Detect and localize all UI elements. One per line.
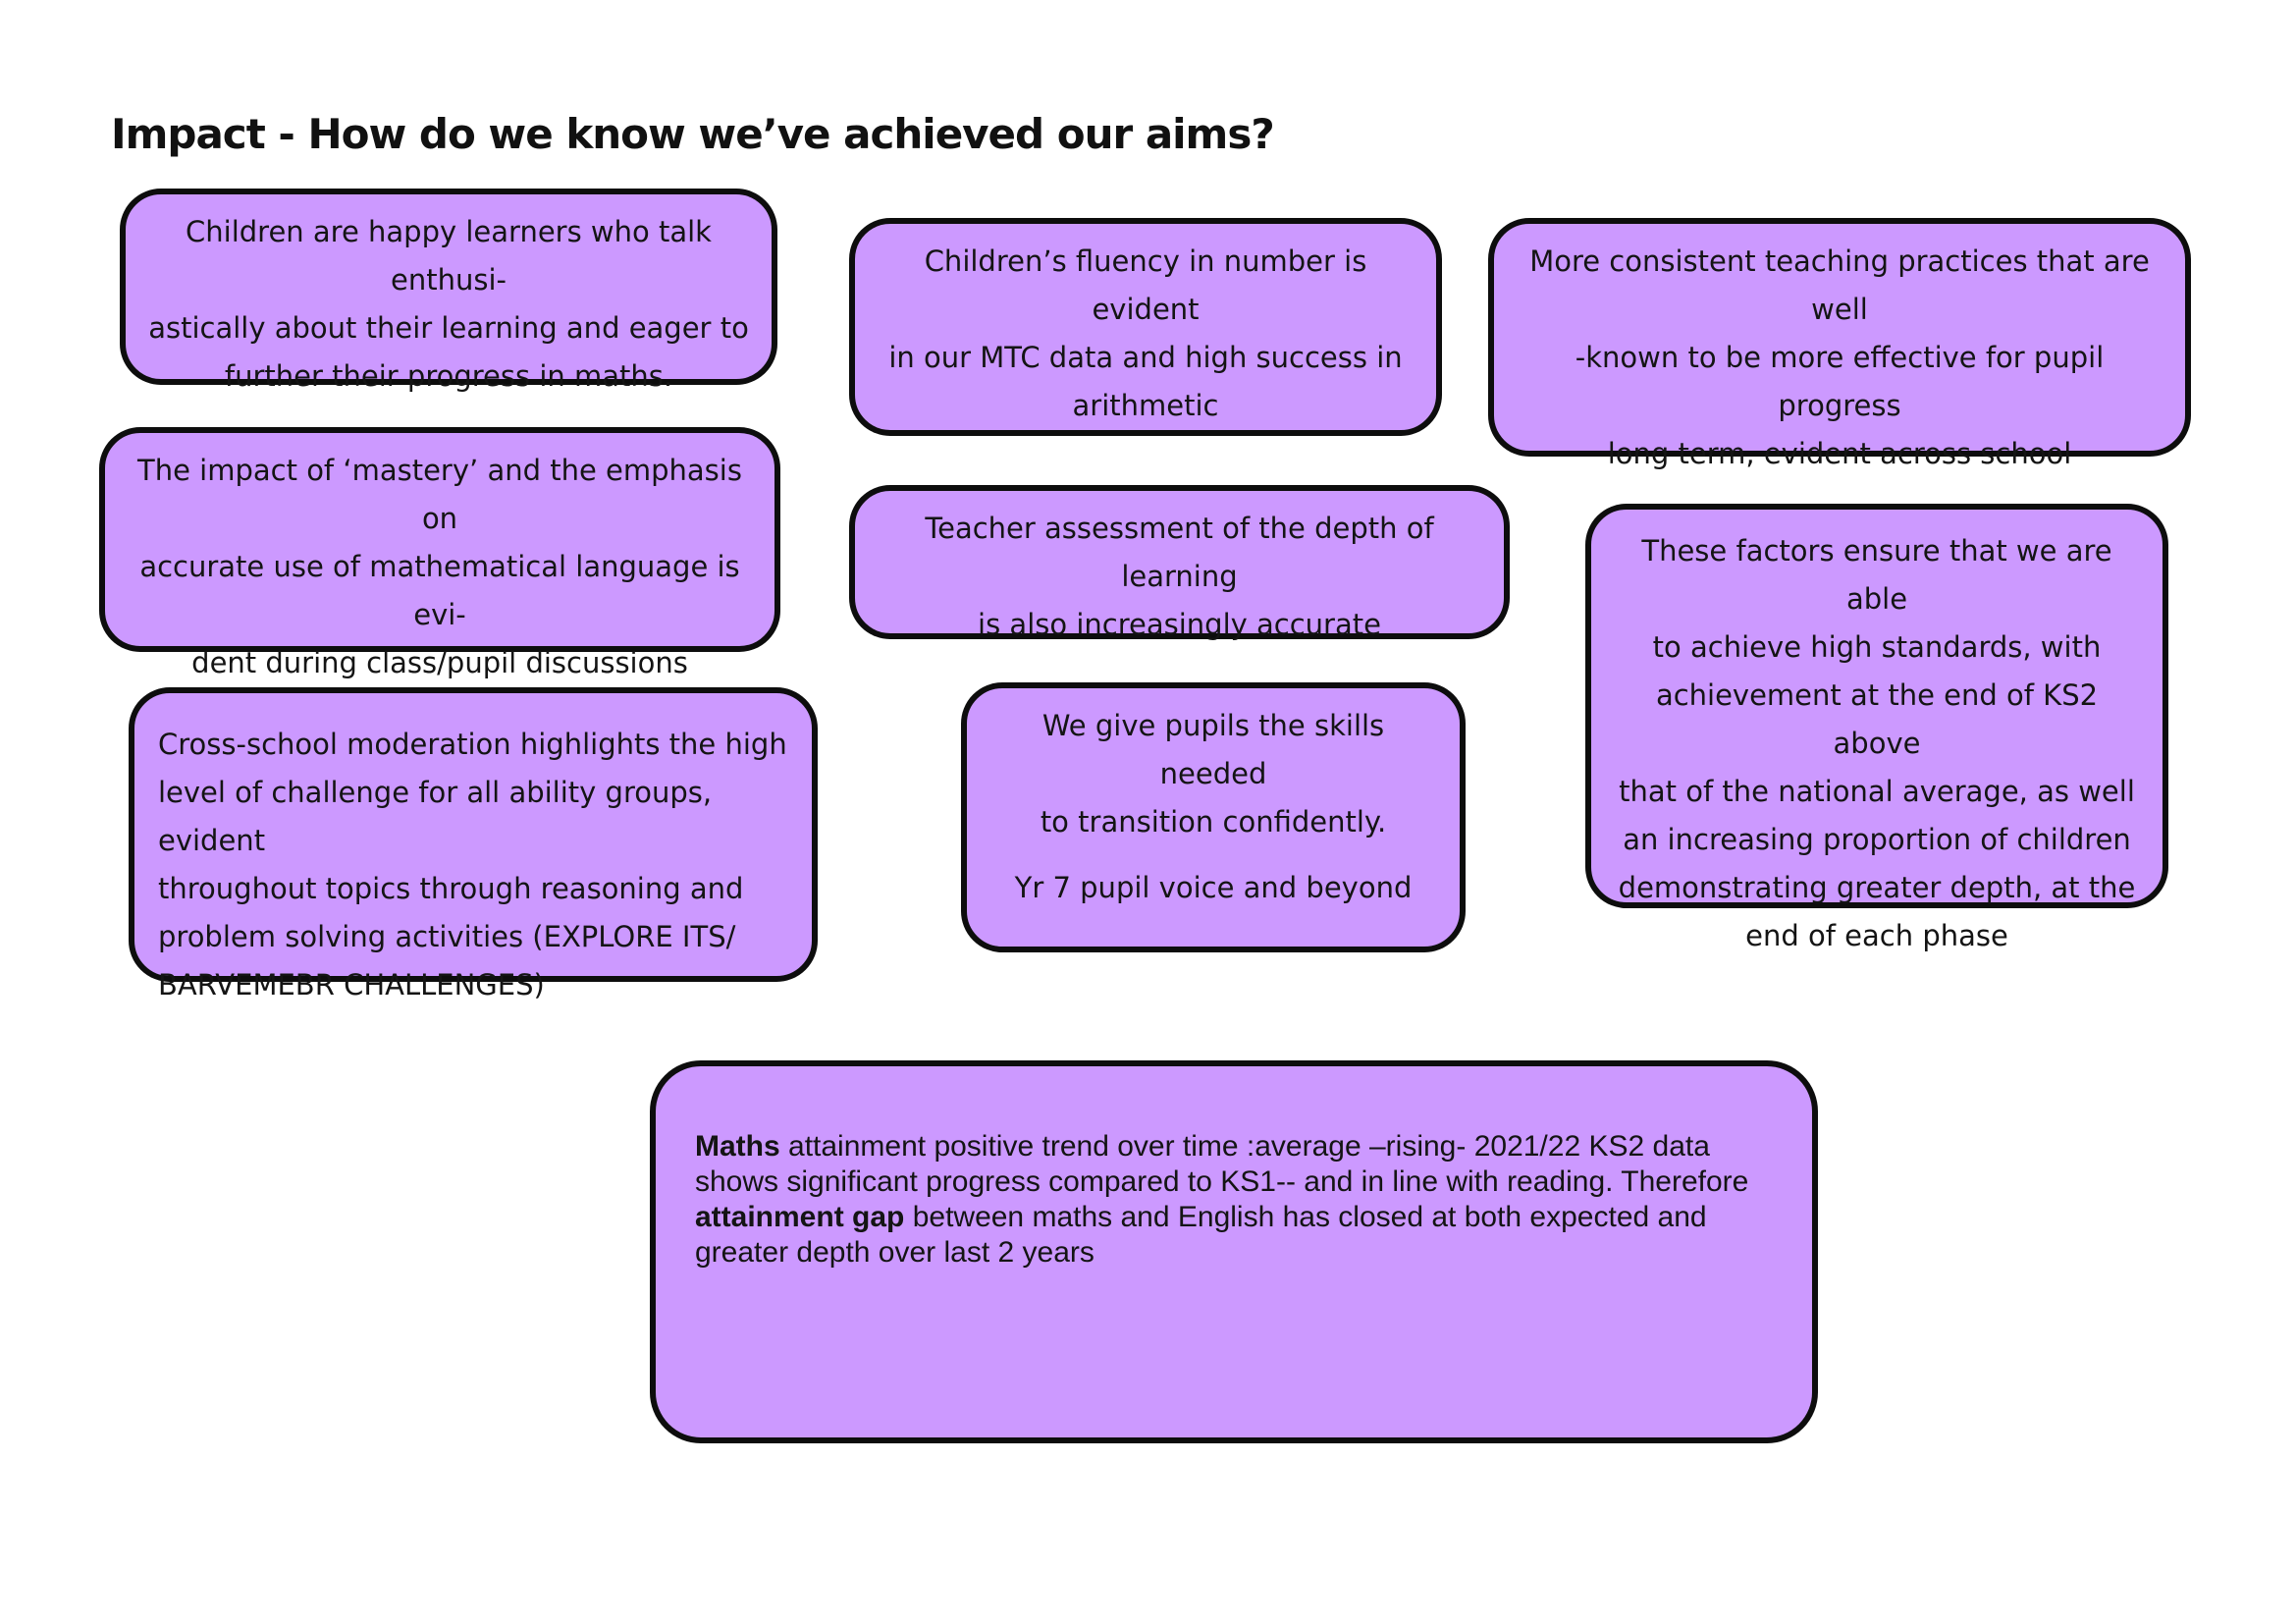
page-title: Impact - How do we know we’ve achieved o… [111, 110, 1275, 158]
box-line: We give pupils the skills needed [1041, 709, 1385, 790]
box-line: accurate use of mathematical language is… [139, 550, 740, 631]
box-line: level of challenge for all ability group… [158, 776, 713, 857]
box-line: The impact of ‘mastery’ and the emphasis… [137, 454, 742, 535]
attainment-bold-gap: attainment gap [695, 1201, 905, 1233]
box-line: demonstrating greater depth, at the [1618, 871, 2136, 904]
box-line: BARVEMEBR CHALLENGES) [158, 968, 545, 1001]
box-line: to transition confidently. [1040, 805, 1387, 839]
box-line: Cross-school moderation highlights the h… [158, 728, 787, 761]
box-line: an increasing proportion of children [1623, 823, 2131, 856]
impact-box-attainment: Maths attainment positive trend over tim… [650, 1060, 1818, 1443]
impact-box-transition: We give pupils the skills needed to tran… [961, 682, 1466, 952]
box-line: further their progress in maths. [224, 359, 673, 393]
impact-box-teacher-assessment: Teacher assessment of the depth of learn… [849, 485, 1510, 641]
box-line: More consistent teaching practices that … [1529, 244, 2150, 326]
impact-box-moderation: Cross-school moderation highlights the h… [129, 687, 818, 1001]
box-line: Teacher assessment of the depth of learn… [925, 512, 1434, 593]
box-line: Children are happy learners who talk ent… [186, 215, 712, 297]
impact-box-happy-learners: Children are happy learners who talk ent… [120, 189, 777, 393]
box-line: arithmetic [1072, 389, 1219, 422]
box-line: in our MTC data and high success in [888, 341, 1403, 374]
attainment-text: attainment positive trend over time :ave… [695, 1130, 1749, 1198]
box-line: These factors ensure that we are able [1641, 534, 2112, 616]
box-line: to achieve high standards, with [1652, 630, 2102, 664]
box-line: problem solving activities (EXPLORE ITS/ [158, 920, 736, 953]
impact-box-teaching-practices: More consistent teaching practices that … [1488, 218, 2191, 470]
box-line: -known to be more effective for pupil pr… [1575, 341, 2105, 422]
impact-box-fluency: Children’s fluency in number is evident … [849, 218, 1442, 436]
impact-box-high-standards: These factors ensure that we are able to… [1585, 504, 2168, 952]
attainment-text: between maths and English has closed at … [695, 1201, 1707, 1269]
box-line: achievement at the end of KS2 above [1655, 678, 2099, 760]
impact-box-mastery: The impact of ‘mastery’ and the emphasis… [99, 427, 780, 679]
box-line: astically about their learning and eager… [148, 311, 749, 345]
box-note: Yr 7 pupil voice and beyond [1014, 871, 1413, 904]
box-line: that of the national average, as well [1619, 775, 2135, 808]
box-line: is also increasingly accurate [978, 608, 1381, 641]
box-line: end of each phase [1745, 919, 2008, 952]
attainment-paragraph: Maths attainment positive trend over tim… [695, 1129, 1773, 1271]
box-line: long term, evident across school [1607, 437, 2072, 470]
box-line: dent during class/pupil discussions [191, 646, 688, 679]
attainment-bold-maths: Maths [695, 1130, 780, 1163]
box-line: Children’s fluency in number is evident [924, 244, 1367, 326]
box-line: throughout topics through reasoning and [158, 872, 744, 905]
